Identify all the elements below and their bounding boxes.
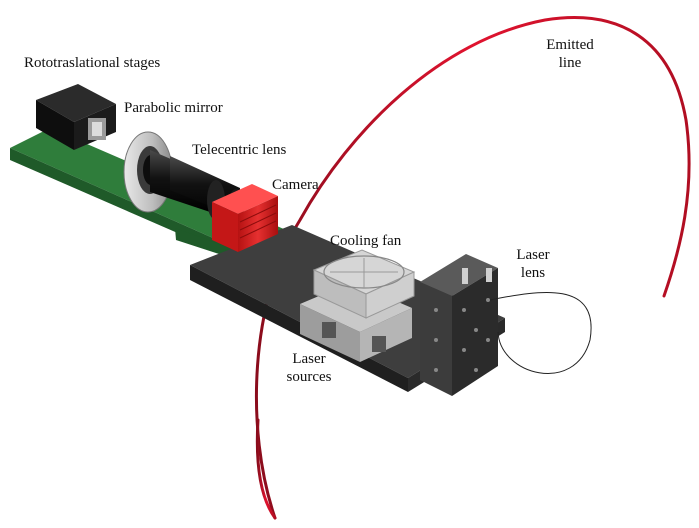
rototraslational-stages (36, 84, 116, 150)
label-laser-lens-line1: Laser (516, 247, 550, 263)
label-telecentric-lens: Telecentric lens (192, 142, 287, 158)
label-emitted-line-line1: Emitted (546, 37, 594, 53)
label-cooling-fan: Cooling fan (330, 233, 402, 249)
label-laser-lens-line2: lens (520, 265, 546, 281)
label-rototraslational-stages: Rototraslational stages (24, 55, 161, 71)
label-laser-lens: Laser lens (512, 246, 554, 282)
emitted-line-arc (254, 16, 691, 520)
label-emitted-line: Emitted line (540, 36, 600, 72)
label-emitted-line-line2: line (558, 55, 582, 71)
label-parabolic-mirror: Parabolic mirror (124, 100, 223, 116)
cooling-fan (312, 249, 416, 319)
label-laser-sources-line1: Laser (292, 351, 326, 367)
label-laser-sources: Laser sources (280, 350, 338, 386)
emitted-line-front (255, 418, 277, 520)
laser-lens-plate (420, 254, 498, 396)
label-camera: Camera (272, 177, 319, 193)
label-laser-sources-line2: sources (286, 369, 332, 385)
laser-cable (489, 291, 592, 374)
camera (212, 184, 278, 252)
